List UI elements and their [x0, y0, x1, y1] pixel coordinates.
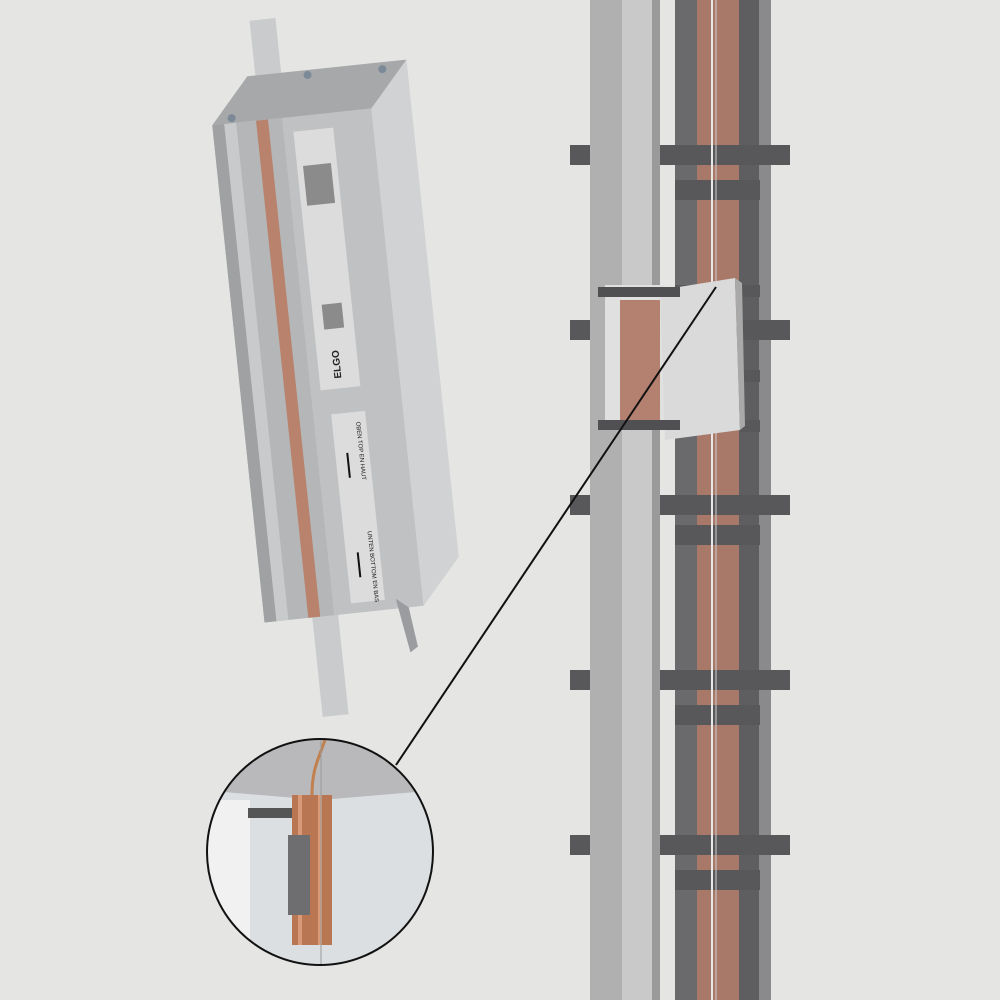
- brand-logo: ELGO: [330, 349, 344, 379]
- mounting-clip: [395, 598, 418, 653]
- callout-line: [395, 286, 717, 766]
- guide-rail: [590, 0, 622, 1000]
- mounted-sensor: [598, 278, 745, 440]
- inset-circle: [206, 738, 434, 966]
- arrow-up-icon: [356, 552, 362, 578]
- direction-label: [331, 410, 385, 604]
- elevator-shaft: [570, 0, 790, 1000]
- detail-inset: [206, 738, 434, 966]
- copper-strip: [256, 119, 321, 618]
- sensor-unit: ELGO OBEN TOP EN HAUT UNTEN BOTTOM EN BA…: [212, 18, 459, 717]
- arrow-up-icon: [346, 452, 351, 478]
